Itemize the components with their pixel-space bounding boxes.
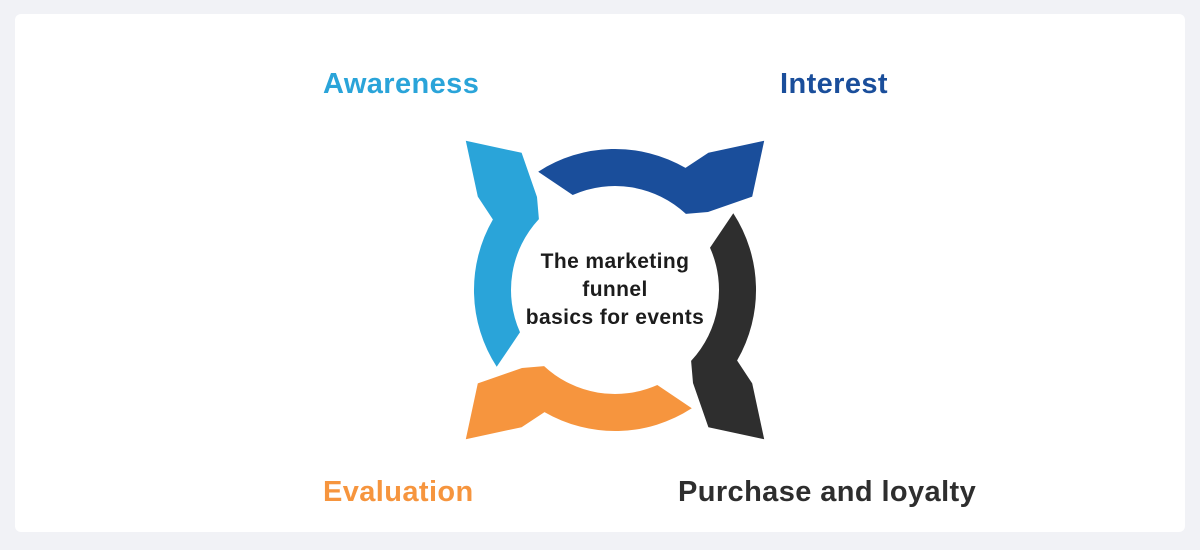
stage-label-purchase: Purchase and loyalty: [678, 476, 977, 508]
card: The marketing funnel basics for events A…: [15, 14, 1185, 532]
stage-label-awareness: Awareness: [323, 68, 480, 100]
center-title-line-1: The marketing: [540, 250, 690, 273]
diagram-center-title: The marketing funnel basics for events: [465, 248, 765, 332]
interest-arrow: [538, 140, 765, 214]
center-title-line-2: funnel: [582, 278, 648, 301]
stage-label-interest: Interest: [780, 68, 888, 100]
evaluation-arrow: [465, 366, 692, 440]
center-title-line-3: basics for events: [525, 306, 705, 329]
stage-label-evaluation: Evaluation: [323, 476, 474, 508]
purchase-arrow: [691, 213, 765, 440]
awareness-arrow: [465, 140, 539, 367]
funnel-cycle-diagram: [465, 140, 765, 440]
